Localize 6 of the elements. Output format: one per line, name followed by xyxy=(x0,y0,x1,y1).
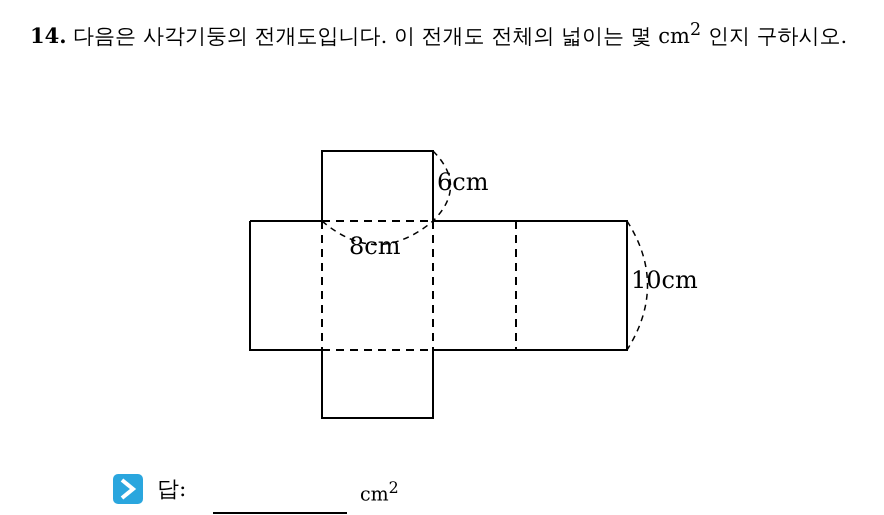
dimension-label: 8cm xyxy=(349,232,400,260)
question-text: 14. 다음은 사각기둥의 전개도입니다. 이 전개도 전체의 넓이는 몇 cm$^{2}$ 인지 구하시오. xyxy=(30,19,848,50)
dimension-label: 10cm xyxy=(631,266,698,294)
dimension-label: 6cm xyxy=(437,168,488,196)
unit-label: cm$^{2}$ xyxy=(360,478,399,506)
answer-label: 답: xyxy=(157,476,186,504)
